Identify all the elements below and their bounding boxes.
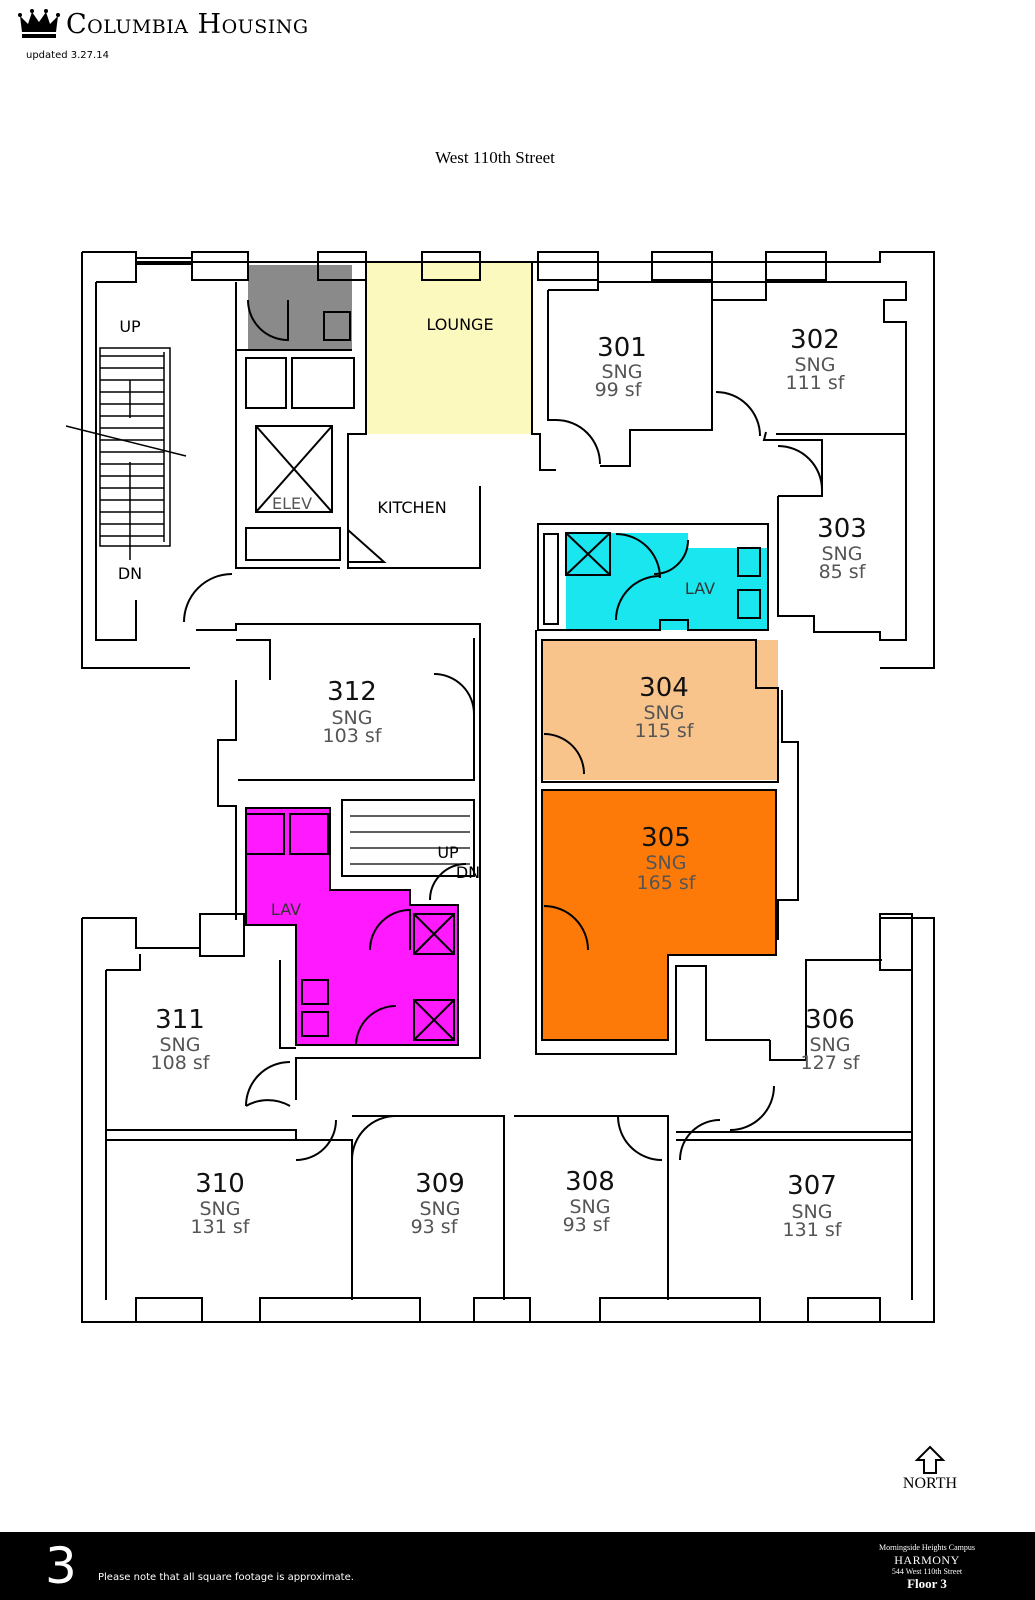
- header: Columbia Housing updated 3.27.14: [18, 8, 309, 61]
- room-number: 305: [641, 823, 691, 853]
- room-number: 309: [415, 1169, 465, 1199]
- room-303[interactable]: 303 SNG 85 sf: [817, 514, 867, 583]
- building-address: 544 West 110th Street: [891, 1567, 963, 1576]
- room-309[interactable]: 309 SNG 93 sf: [411, 1169, 465, 1238]
- room-type: SNG: [332, 707, 373, 729]
- floor-label: Floor 3: [907, 1576, 947, 1591]
- room-area: 127 sf: [801, 1052, 861, 1074]
- room-area: 108 sf: [151, 1052, 211, 1074]
- outer-wall-north: [82, 251, 935, 669]
- lounge-label: LOUNGE: [426, 315, 493, 334]
- room-type: SNG: [200, 1198, 241, 1220]
- room-area: 103 sf: [323, 725, 383, 747]
- room-307[interactable]: 307 SNG 131 sf: [783, 1171, 843, 1241]
- crown-icon: [18, 9, 60, 38]
- stair2-up-label: UP: [437, 843, 459, 862]
- room-305[interactable]: 305 SNG 165 sf: [637, 823, 697, 894]
- room-number: 303: [817, 514, 867, 544]
- lav-east-label: LAV: [685, 579, 715, 598]
- room-number: 310: [195, 1169, 245, 1199]
- floor-number: 3: [45, 1537, 77, 1595]
- room-310[interactable]: 310 SNG 131 sf: [191, 1169, 251, 1238]
- room-area: 131 sf: [191, 1216, 251, 1238]
- campus-name: Morningside Heights Campus: [879, 1543, 975, 1552]
- room-type: SNG: [644, 702, 685, 724]
- room-number: 312: [327, 677, 377, 707]
- lav-west-label: LAV: [271, 900, 301, 919]
- elevator-label: ELEV: [272, 494, 312, 513]
- footage-note: Please note that all square footage is a…: [98, 1572, 354, 1583]
- room-type: SNG: [795, 354, 836, 376]
- room-area: 93 sf: [411, 1216, 459, 1238]
- room-type: SNG: [792, 1201, 833, 1223]
- stair2-dn-label: DN: [456, 863, 480, 882]
- room-number: 308: [565, 1167, 615, 1197]
- room-fills: [246, 262, 778, 1045]
- updated-date: updated 3.27.14: [26, 50, 109, 61]
- room-301[interactable]: 301 SNG 99 sf: [595, 333, 647, 401]
- room-type: SNG: [822, 543, 863, 565]
- room-type: SNG: [646, 852, 687, 874]
- floor-plan: 301 SNG 99 sf 302 SNG 111 sf 303 SNG 85 …: [65, 251, 935, 1323]
- room-area: 99 sf: [595, 379, 643, 401]
- brand-row: Columbia Housing: [18, 8, 309, 40]
- room-type: SNG: [570, 1196, 611, 1218]
- room-type: SNG: [420, 1198, 461, 1220]
- room-304-fill: [542, 640, 778, 780]
- brand-title: Columbia Housing: [66, 8, 309, 40]
- outer-wall-west-top: [81, 252, 190, 669]
- outer-wall-south: [81, 917, 935, 1323]
- footer-bar: 3 Please note that all square footage is…: [0, 1532, 1035, 1600]
- room-number: 307: [787, 1171, 837, 1201]
- lav-west-fill: [246, 808, 458, 1045]
- door-swings: [183, 299, 823, 1161]
- building-name: HARMONY: [894, 1553, 960, 1567]
- room-number: 304: [639, 673, 689, 703]
- room-312[interactable]: 312 SNG 103 sf: [323, 677, 383, 747]
- lav-east-fill: [566, 533, 768, 630]
- room-number: 301: [597, 333, 647, 363]
- walls: [65, 251, 935, 1323]
- kitchen-label: KITCHEN: [377, 498, 446, 517]
- room-area: 85 sf: [819, 561, 867, 583]
- room-number: 311: [155, 1005, 205, 1035]
- lounge-fill: [366, 262, 532, 434]
- room-311[interactable]: 311 SNG 108 sf: [151, 1005, 211, 1074]
- room-306[interactable]: 306 SNG 127 sf: [801, 1005, 861, 1074]
- north-arrow-icon: [914, 1445, 946, 1474]
- room-area: 131 sf: [783, 1219, 843, 1241]
- storage-fill: [248, 265, 352, 351]
- room-area: 165 sf: [637, 872, 697, 894]
- stair-up-label: UP: [119, 317, 141, 336]
- north-label: NORTH: [902, 1475, 958, 1492]
- north-indicator: NORTH: [895, 1445, 965, 1493]
- room-305-fill: [542, 790, 776, 1040]
- building-info: Morningside Heights Campus HARMONY 544 W…: [847, 1542, 1007, 1590]
- room-type: SNG: [602, 361, 643, 383]
- room-302[interactable]: 302 SNG 111 sf: [786, 325, 846, 394]
- room-area: 115 sf: [635, 720, 695, 742]
- room-area: 111 sf: [786, 372, 846, 394]
- room-labels: 301 SNG 99 sf 302 SNG 111 sf 303 SNG 85 …: [118, 315, 867, 1241]
- room-number: 306: [805, 1005, 855, 1035]
- room-area: 93 sf: [563, 1214, 611, 1236]
- street-label: West 110th Street: [435, 148, 555, 167]
- stair-dn-label: DN: [118, 564, 142, 583]
- room-type: SNG: [810, 1034, 851, 1056]
- room-308[interactable]: 308 SNG 93 sf: [563, 1167, 615, 1236]
- room-number: 302: [790, 325, 840, 355]
- room-304[interactable]: 304 SNG 115 sf: [635, 673, 695, 742]
- room-type: SNG: [160, 1034, 201, 1056]
